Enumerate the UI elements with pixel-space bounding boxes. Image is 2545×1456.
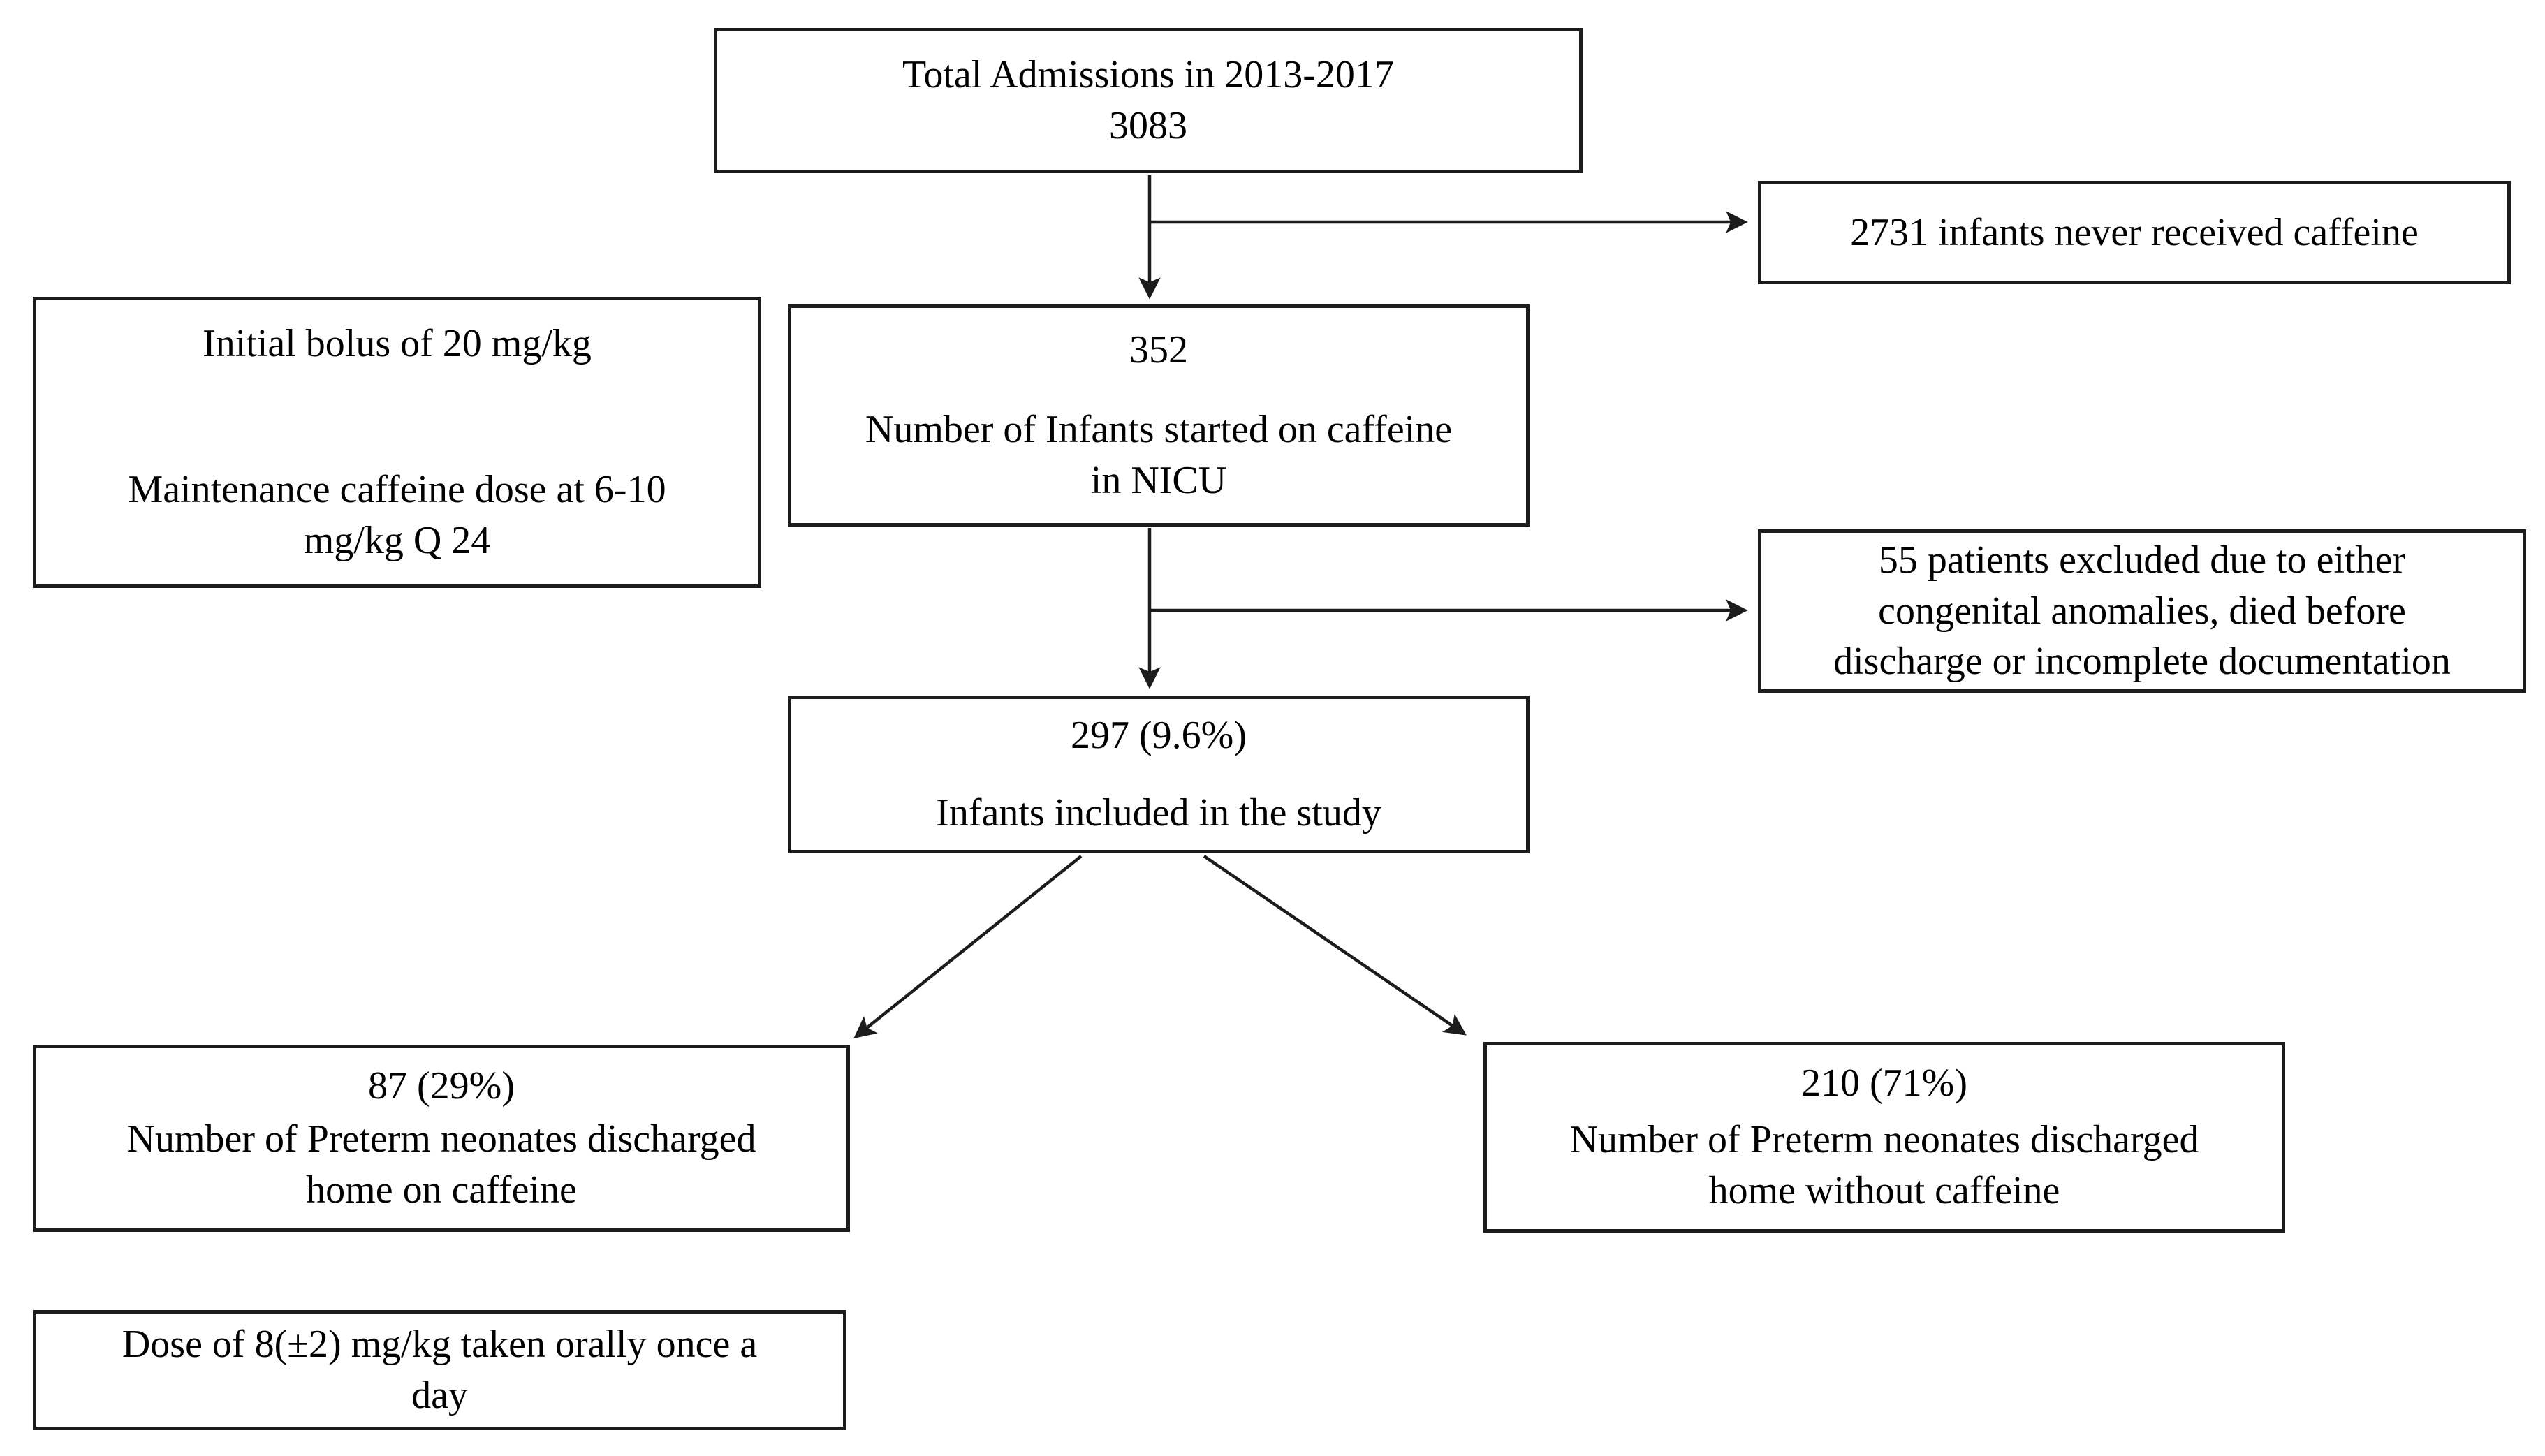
- discharged-on-caffeine-count: 87 (29%): [368, 1064, 515, 1108]
- box-never-received-caffeine: 2731 infants never received caffeine: [1758, 181, 2511, 284]
- started-on-caffeine-label-line1: Number of Infants started on caffeine: [865, 408, 1453, 452]
- total-admissions-title: Total Admissions in 2013-2017: [902, 53, 1394, 97]
- box-home-dose: Dose of 8(±2) mg/kg taken orally once a …: [33, 1310, 846, 1430]
- home-dose-line1: Dose of 8(±2) mg/kg taken orally once a: [122, 1323, 758, 1367]
- box-total-admissions: Total Admissions in 2013-2017 3083: [714, 28, 1583, 173]
- discharged-without-caffeine-label-line1: Number of Preterm neonates discharged: [1569, 1118, 2199, 1162]
- box-started-on-caffeine: 352 Number of Infants started on caffein…: [788, 304, 1530, 527]
- started-on-caffeine-label-line2: in NICU: [1090, 459, 1227, 503]
- box-excluded-patients: 55 patients excluded due to either conge…: [1758, 529, 2526, 693]
- box-included-in-study: 297 (9.6%) Infants included in the study: [788, 696, 1530, 853]
- box-dosing-protocol: Initial bolus of 20 mg/kg Maintenance ca…: [33, 297, 761, 588]
- started-on-caffeine-count: 352: [1129, 328, 1188, 372]
- discharged-on-caffeine-label-line1: Number of Preterm neonates discharged: [126, 1117, 756, 1161]
- maintenance-dose-text: Maintenance caffeine dose at 6-10 mg/kg …: [128, 464, 666, 566]
- total-admissions-count: 3083: [1109, 104, 1187, 147]
- home-dose-line2: day: [411, 1374, 468, 1417]
- excluded-line2: congenital anomalies, died before: [1878, 589, 2406, 633]
- discharged-on-caffeine-label-line2: home on caffeine: [306, 1168, 577, 1212]
- excluded-line3: discharge or incomplete documentation: [1833, 640, 2451, 684]
- arrow-included-to-discharged-on: [853, 855, 1083, 1038]
- discharged-without-caffeine-label-line2: home without caffeine: [1708, 1169, 2060, 1213]
- maintenance-dose-line1: Maintenance caffeine dose at 6-10: [128, 468, 666, 512]
- discharged-without-caffeine-count: 210 (71%): [1801, 1061, 1967, 1105]
- arrow-included-to-discharged-without: [1203, 855, 1467, 1036]
- excluded-line1: 55 patients excluded due to either: [1878, 538, 2406, 582]
- box-discharged-without-caffeine: 210 (71%) Number of Preterm neonates dis…: [1483, 1042, 2285, 1233]
- included-label: Infants included in the study: [936, 791, 1381, 835]
- included-count: 297 (9.6%): [1071, 714, 1247, 757]
- box-discharged-on-caffeine: 87 (29%) Number of Preterm neonates disc…: [33, 1045, 850, 1232]
- discharged-on-caffeine-label: Number of Preterm neonates discharged ho…: [127, 1114, 756, 1216]
- started-on-caffeine-label: Number of Infants started on caffeine in…: [865, 404, 1452, 506]
- initial-bolus-text: Initial bolus of 20 mg/kg: [203, 322, 592, 365]
- discharged-without-caffeine-label: Number of Preterm neonates discharged ho…: [1570, 1115, 2199, 1216]
- never-received-text: 2731 infants never received caffeine: [1850, 210, 2419, 254]
- maintenance-dose-line2: mg/kg Q 24: [303, 519, 491, 563]
